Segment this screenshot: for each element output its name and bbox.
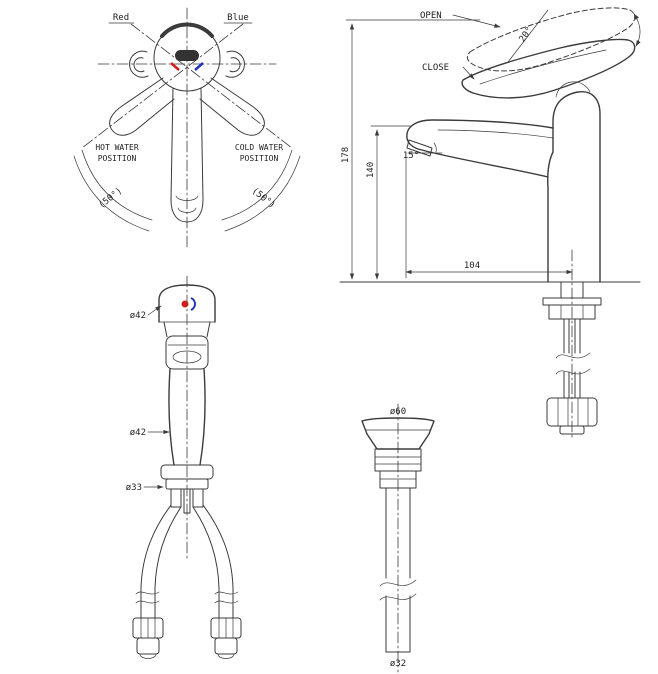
dim-spout-height: 140 — [366, 125, 411, 280]
dim-178-label: 178 — [341, 147, 351, 163]
spout-right-position — [199, 77, 265, 136]
spout — [406, 119, 554, 178]
hot-water-label-line2: POSITION — [98, 154, 137, 163]
pipe-break-lower — [379, 593, 417, 601]
drain-view: ø60 ø32 — [361, 403, 435, 673]
spout-angle-arc — [433, 142, 437, 153]
handle-knob — [153, 22, 221, 92]
lever-closed — [461, 38, 636, 99]
dim-104-label: 104 — [464, 261, 480, 271]
dim-140-label: 140 — [366, 162, 376, 178]
hot-dot — [181, 300, 189, 308]
cold-index-mark — [194, 62, 204, 71]
open-leader — [452, 14, 501, 28]
lever-angle-label: 20° — [518, 25, 536, 44]
swing-centerline-left — [130, 23, 293, 149]
drain-tailpipe — [379, 487, 417, 653]
logo-pill — [175, 50, 199, 61]
hot-water-label-line1: HOT WATER — [95, 143, 139, 152]
pipe-break-upper — [379, 579, 417, 587]
spout-angle-label: 15° — [403, 151, 419, 161]
spout-left-position — [109, 77, 175, 136]
supply-hose — [546, 318, 598, 435]
cartridge-detail — [555, 81, 591, 98]
dim-total-height: 178 — [341, 19, 481, 280]
hose-break-lower — [555, 368, 591, 375]
cold-crescent — [190, 297, 196, 311]
faucet-body — [547, 91, 601, 283]
dia-body-label: ø42 — [130, 428, 146, 438]
dia-handle-leader — [147, 305, 162, 316]
hot-index-mark — [170, 62, 180, 71]
right-ear — [225, 50, 245, 78]
body-right-edge — [199, 368, 206, 466]
hose-break-upper — [555, 352, 591, 359]
spout-center-position — [170, 87, 204, 223]
close-leader — [462, 66, 475, 80]
mounting-hardware — [542, 281, 602, 320]
lever-angle-arc — [633, 13, 641, 47]
lever-contour — [479, 49, 607, 85]
drain-body — [374, 448, 422, 489]
left-supply-hose — [132, 504, 182, 659]
left-swing-angle-label: (50°) — [97, 186, 125, 211]
aerator-face — [406, 139, 433, 157]
swing-centerline-right — [81, 23, 244, 149]
right-swing-angle-label: (50°) — [249, 186, 277, 211]
side-view: 20° OPEN CLOSE 15° 178 140 104 — [339, 7, 641, 441]
front-view: ø42 ø42 ø33 — [126, 275, 242, 659]
dia-base-label: ø33 — [126, 483, 142, 493]
right-supply-hose — [192, 504, 242, 659]
left-ear — [129, 50, 149, 78]
dim-spout-reach: 104 — [405, 157, 573, 279]
dia-tailpipe-label: ø32 — [390, 659, 406, 669]
dia-flange-label: ø60 — [390, 407, 406, 417]
swing-arcs — [73, 149, 301, 232]
under-base-connectors — [170, 488, 204, 514]
lever-angle-line — [507, 9, 549, 63]
body-left-edge — [168, 368, 175, 466]
cold-water-label-line1: COLD WATER — [235, 143, 283, 152]
red-label: Red — [113, 13, 129, 23]
open-label: OPEN — [420, 11, 442, 21]
handle-cap — [158, 284, 216, 323]
cold-water-label-line2: POSITION — [240, 154, 279, 163]
top-view: Red Blue HOT WATER POSITION COLD WATER P… — [73, 7, 301, 249]
spout-front — [165, 335, 209, 370]
blue-label: Blue — [227, 13, 249, 23]
close-label: CLOSE — [422, 63, 449, 73]
dia-handle-label: ø42 — [130, 311, 146, 321]
